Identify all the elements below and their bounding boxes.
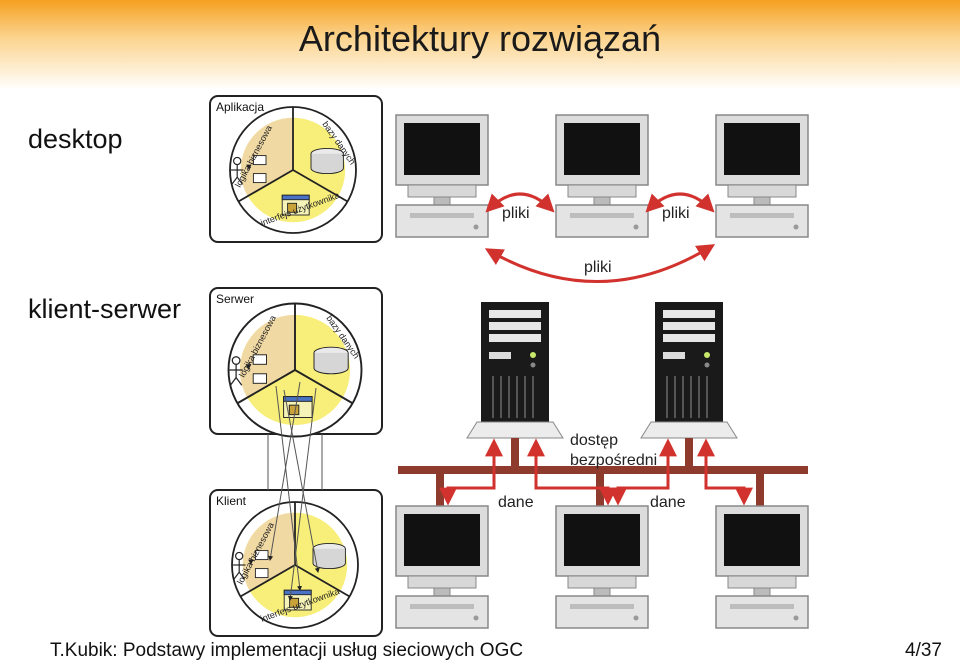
- server-client-connectors: [267, 381, 323, 601]
- slide-title: Architektury rozwiązań: [298, 18, 662, 59]
- direct-access-label-2: bezpośredni: [570, 452, 657, 469]
- footer-page-number: 4/37: [905, 640, 942, 661]
- direct-access-label-1: dostęp: [570, 432, 618, 449]
- data-arrows: [439, 438, 753, 506]
- header-gradient: [0, 0, 960, 90]
- client-computer-3: [715, 505, 809, 629]
- client-computer-1: [395, 505, 489, 629]
- label-desktop: desktop: [28, 124, 123, 154]
- desktop-computer-3: [715, 114, 809, 238]
- data-label-1: dane: [498, 494, 534, 511]
- file-arrows: [484, 192, 716, 283]
- panel-server: Serwer logika biznesowa bazy danych: [209, 287, 383, 437]
- files-label-1: pliki: [502, 205, 530, 222]
- footer-author: T.Kubik: Podstawy implementacji usług si…: [50, 640, 524, 661]
- desktop-computer-2: [555, 114, 649, 238]
- client-computer-2: [555, 505, 649, 629]
- desktop-computer-1: [395, 114, 489, 238]
- server-tower-2: [640, 301, 738, 439]
- panel-application: Aplikacja logika biznesowa bazy danych i…: [209, 95, 383, 243]
- server-tower-1: [466, 301, 564, 439]
- panel-client-label: Klient: [216, 494, 247, 508]
- panel-server-label: Serwer: [216, 292, 254, 306]
- data-label-2: dane: [650, 494, 686, 511]
- files-label-2: pliki: [662, 205, 690, 222]
- panel-application-label: Aplikacja: [216, 100, 264, 114]
- panel-client: Klient logika biznesowa interfejs użytko…: [209, 489, 383, 637]
- label-client-server: klient-serwer: [28, 294, 182, 324]
- files-label-3: pliki: [584, 259, 612, 276]
